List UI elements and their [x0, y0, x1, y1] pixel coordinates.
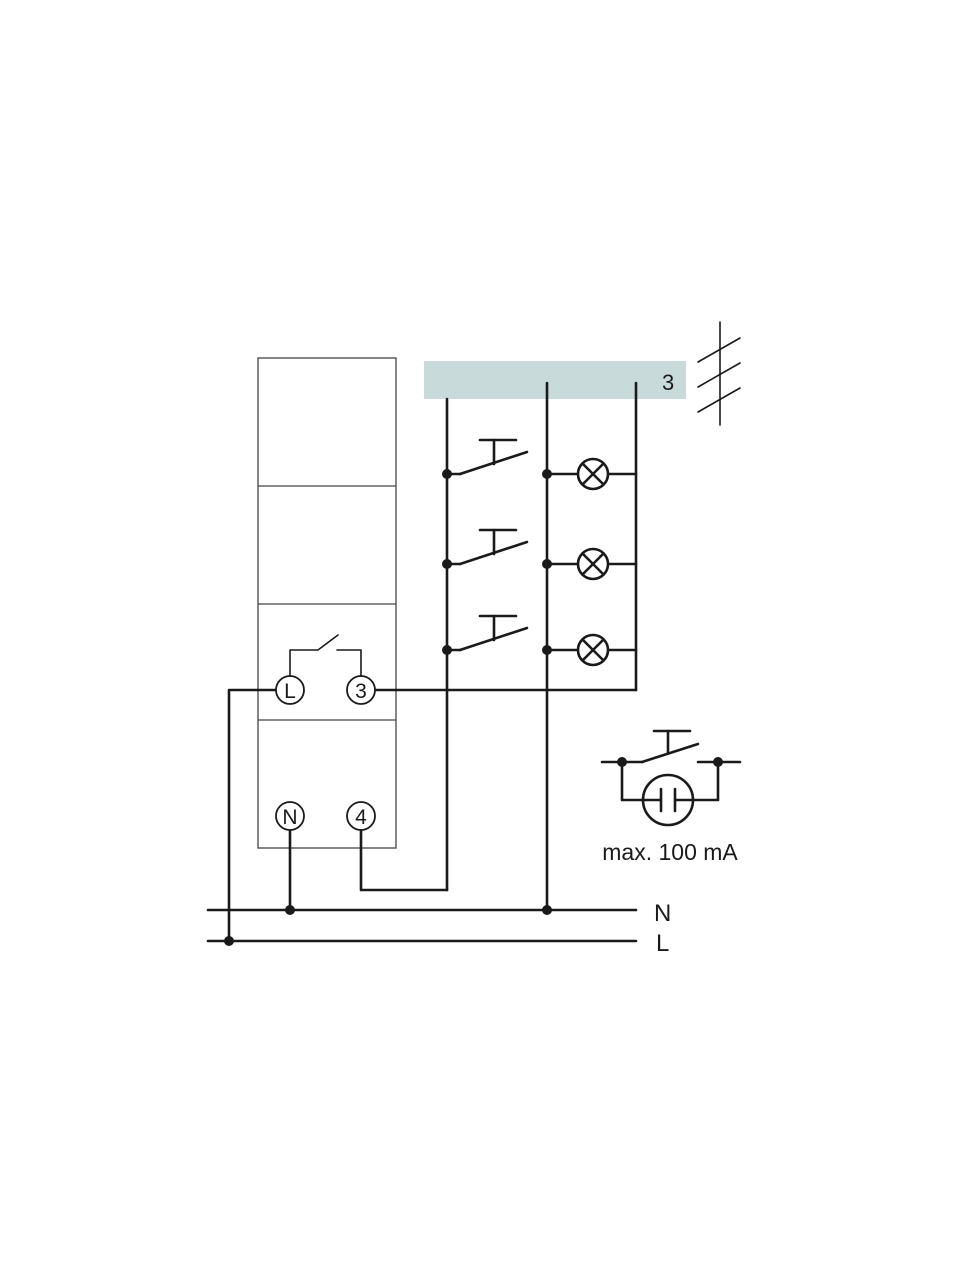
junction-dot [542, 469, 552, 479]
lamp-icon [576, 457, 610, 491]
terminal-L-label: L [284, 680, 296, 703]
line-label: L [656, 930, 669, 957]
junction-dot [542, 905, 552, 915]
terminal-L: L [275, 675, 305, 705]
terminal-3-label: 3 [355, 680, 367, 703]
pushbutton-row-3 [442, 614, 638, 667]
terminal-4: 4 [346, 801, 376, 831]
pushbutton-icon [445, 438, 529, 476]
junction-dot [442, 559, 452, 569]
terminal-N: N [275, 801, 305, 831]
max-current-label: max. 100 mA [602, 839, 738, 865]
line-feed-wire [227, 688, 278, 943]
pushbutton-row-1 [442, 438, 638, 491]
junction-dot [442, 469, 452, 479]
junction-dot [542, 645, 552, 655]
pushbutton-icon [445, 528, 529, 566]
pushbutton-icon [445, 614, 529, 652]
neutral-label: N [654, 900, 671, 927]
lamp-icon [576, 547, 610, 581]
glow-lamp-icon [641, 773, 695, 827]
legend-illuminated-pushbutton [600, 729, 742, 827]
bus-wire-count: 3 [662, 370, 674, 395]
terminal-3: 3 [346, 675, 376, 705]
bus-band [424, 361, 686, 399]
lamp-icon [576, 633, 610, 667]
junction-dot [285, 905, 295, 915]
terminal-4-label: 4 [355, 806, 367, 829]
relay-contact [289, 634, 362, 678]
cable-marker [697, 321, 741, 426]
device-housing [257, 357, 397, 849]
pushbutton-row-2 [442, 528, 638, 581]
junction-dot [542, 559, 552, 569]
control-wire [359, 828, 449, 892]
junction-dot [442, 645, 452, 655]
junction-dot [224, 936, 234, 946]
terminal-N-label: N [282, 806, 297, 829]
